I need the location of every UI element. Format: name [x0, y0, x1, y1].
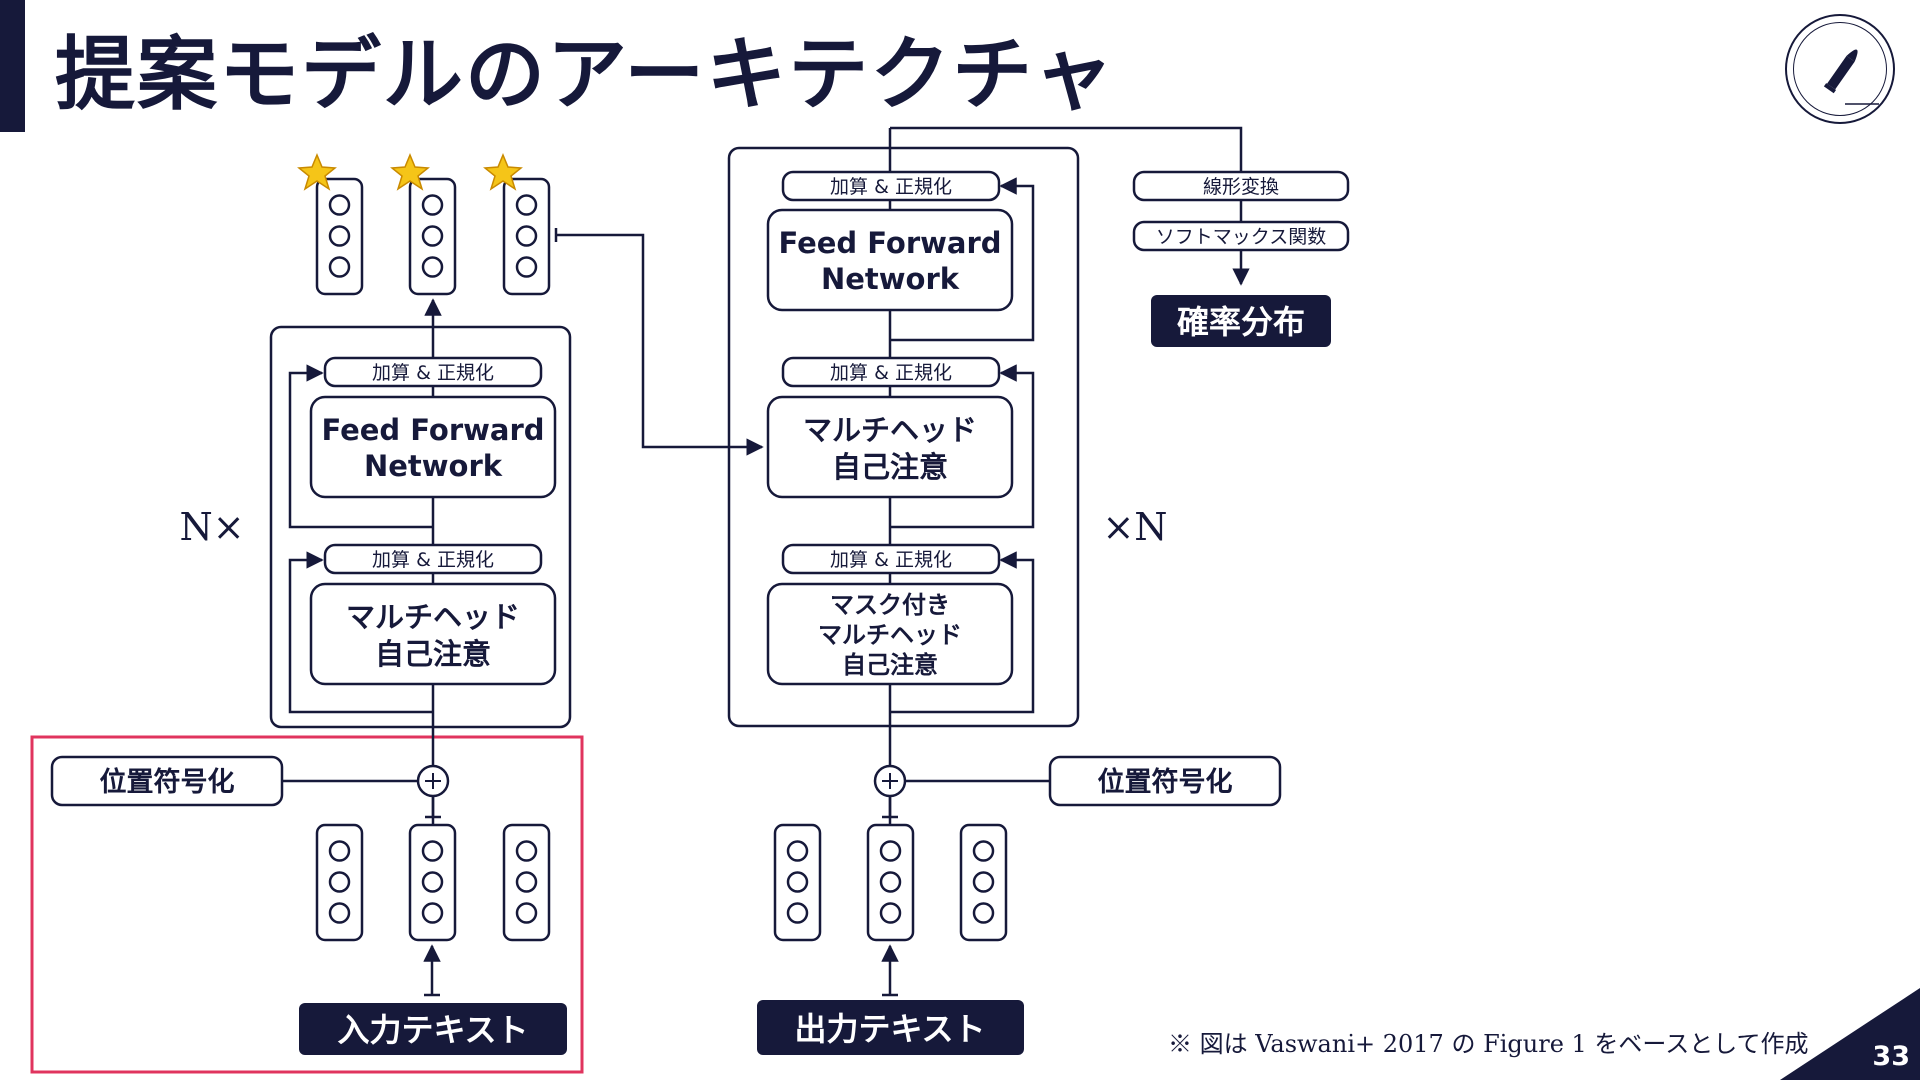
- page-corner: [1780, 988, 1920, 1080]
- encoder-positional-encoding-label: 位置符号化: [100, 766, 235, 798]
- decoder-ffn-norm-label: 加算 & 正規化: [830, 176, 952, 198]
- encoder-attn-line2: 自己注意: [375, 637, 491, 671]
- decoder-cross-line2: 自己注意: [832, 450, 948, 484]
- title-accent-bar: [0, 0, 25, 132]
- encoder-ffn-norm-label: 加算 & 正規化: [372, 362, 494, 384]
- page-number: 33: [1872, 1041, 1910, 1072]
- decoder-repeat-label: ×N: [1102, 505, 1167, 549]
- decoder-ffn-block: [766, 208, 1014, 312]
- bullet-logo-icon: [1785, 14, 1895, 124]
- encoder-stack-box: [269, 325, 572, 729]
- decoder-masked-line3: 自己注意: [842, 651, 938, 679]
- decoder-masked-line2: マルチヘッド: [818, 621, 962, 649]
- softmax-label: ソフトマックス関数: [1156, 226, 1326, 248]
- linear-label: 線形変換: [1203, 176, 1279, 198]
- input-token-vectors: [315, 823, 551, 942]
- star-icon: [297, 153, 523, 191]
- output-token-vectors: [773, 823, 1008, 942]
- decoder-cross-norm-label: 加算 & 正規化: [830, 362, 952, 384]
- decoder-positional-encoding-box: [1048, 755, 1282, 807]
- encoder-ffn-line2: Network: [364, 449, 503, 483]
- decoder-cross-attn-block: [766, 395, 1014, 499]
- slide-title: 提案モデルのアーキテクチャ: [55, 28, 1116, 121]
- decoder-masked-attn-block: [766, 582, 1014, 686]
- decoder-stack-box: [727, 146, 1080, 728]
- footnote: ※ 図は Vaswani+ 2017 の Figure 1 をベースとして作成: [1168, 1030, 1809, 1058]
- input-text-label: 入力テキスト: [337, 1011, 528, 1049]
- output-text-label: 出力テキスト: [794, 1010, 985, 1048]
- decoder-masked-line1: マスク付き: [830, 591, 950, 619]
- probability-box: [1151, 295, 1331, 347]
- output-text-box: [757, 1000, 1024, 1055]
- encoder-repeat-label: N×: [179, 505, 244, 549]
- input-highlight-box: [30, 735, 584, 1074]
- encoder-ffn-line1: Feed Forward: [321, 413, 544, 447]
- encoder-ffn-block: [309, 395, 557, 499]
- decoder-cross-line1: マルチヘッド: [803, 413, 977, 447]
- encoder-attn-line1: マルチヘッド: [346, 600, 520, 634]
- encoder-attn-block: [309, 582, 557, 686]
- decoder-positional-encoding-label: 位置符号化: [1098, 766, 1233, 798]
- decoder-masked-norm-label: 加算 & 正規化: [830, 549, 952, 571]
- input-text-box: [299, 1003, 567, 1055]
- probability-label: 確率分布: [1177, 303, 1305, 341]
- decoder-ffn-line1: Feed Forward: [778, 226, 1001, 260]
- encoder-output-vectors: [315, 177, 551, 296]
- decoder-ffn-line2: Network: [821, 262, 960, 296]
- encoder-attn-norm-label: 加算 & 正規化: [372, 549, 494, 571]
